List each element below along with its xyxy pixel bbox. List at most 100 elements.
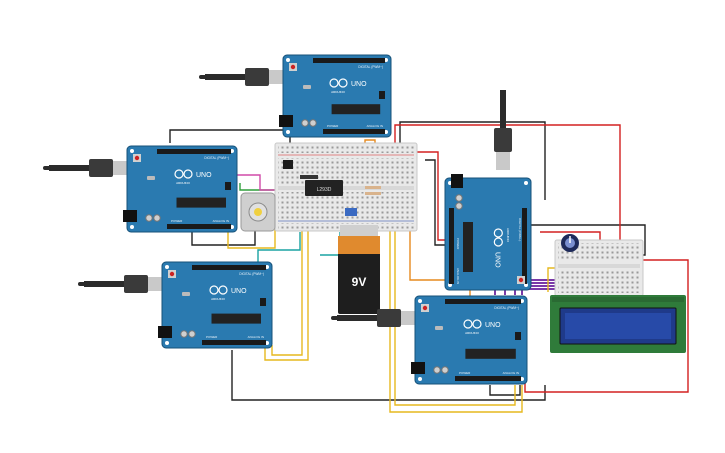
usb-cable-end xyxy=(199,75,207,79)
power-jack xyxy=(158,326,172,338)
crystal xyxy=(435,326,443,330)
crystal xyxy=(303,85,311,89)
uno-label: UNO xyxy=(485,322,501,329)
battery-9v[interactable]: 9V xyxy=(338,225,380,314)
wire-red-1[interactable] xyxy=(394,124,621,245)
wire-yellow-3[interactable] xyxy=(271,225,303,356)
wire-black-2[interactable] xyxy=(399,121,546,200)
reset-button-cap[interactable] xyxy=(134,155,140,161)
logo-left-ring xyxy=(174,169,184,179)
motor-driver-chip[interactable]: L293D xyxy=(305,180,343,196)
usb-cable xyxy=(337,315,377,321)
mount-hole xyxy=(524,181,528,185)
resistors[interactable] xyxy=(365,186,381,195)
power-analog-header[interactable] xyxy=(167,224,231,229)
logo-right-ring xyxy=(183,169,193,179)
power-label: POWER xyxy=(456,238,460,250)
wire-teal-2[interactable] xyxy=(320,232,341,256)
board-capacitor xyxy=(433,366,441,374)
usb-cable xyxy=(500,90,506,130)
brand-label: ARDUINO xyxy=(465,331,480,335)
board-capacitor xyxy=(455,194,463,202)
power-analog-header[interactable] xyxy=(323,129,385,134)
reset-button-cap[interactable] xyxy=(290,64,296,70)
usb-cable xyxy=(49,165,89,171)
power-jack xyxy=(451,174,463,188)
mount-hole xyxy=(286,130,290,134)
digital-label: DIGITAL (PWM~) xyxy=(358,65,383,69)
battery-label: 9V xyxy=(352,275,367,289)
mount-hole xyxy=(165,265,169,269)
digital-header[interactable] xyxy=(157,149,231,154)
wire-orange-1[interactable] xyxy=(409,230,445,281)
uno-label: UNO xyxy=(493,252,500,268)
icsp-header xyxy=(260,298,266,306)
mcu-chip xyxy=(465,348,516,359)
small-breadboard xyxy=(554,239,644,297)
icsp-header xyxy=(379,91,385,99)
brand-label: ARDUINO xyxy=(506,228,510,243)
power-jack xyxy=(411,362,425,374)
reset-button-cap[interactable] xyxy=(422,305,428,311)
usb-plug xyxy=(377,309,401,327)
digital-header[interactable] xyxy=(313,58,385,63)
uno-label: UNO xyxy=(231,288,247,295)
board-body xyxy=(414,295,528,385)
power-analog-header[interactable] xyxy=(455,376,521,381)
icsp-header xyxy=(225,182,231,190)
logo-right-ring xyxy=(218,285,228,295)
reset-button-cap[interactable] xyxy=(169,271,175,277)
usb-plug xyxy=(494,128,512,152)
mount-hole xyxy=(165,341,169,345)
power-analog-header[interactable] xyxy=(449,208,454,284)
potentiometer[interactable] xyxy=(561,234,579,252)
wire-black-6[interactable] xyxy=(425,159,445,246)
lcd-display[interactable] xyxy=(550,295,686,353)
mcu-chip xyxy=(211,313,261,324)
digital-header[interactable] xyxy=(522,208,527,284)
power-label: POWER xyxy=(171,219,183,223)
usb-port xyxy=(496,152,510,170)
digital-header[interactable] xyxy=(192,265,266,270)
digital-header[interactable] xyxy=(445,299,521,304)
digital-label: DIGITAL (PWM~) xyxy=(518,218,522,241)
board-capacitor xyxy=(153,214,161,222)
wire-pink-1[interactable] xyxy=(232,174,275,191)
board-capacitor xyxy=(180,330,188,338)
capacitor[interactable] xyxy=(345,208,357,216)
wire-teal-1[interactable] xyxy=(257,232,301,265)
dc-motor[interactable] xyxy=(240,192,276,232)
wire-black-7[interactable] xyxy=(489,385,521,396)
board-body xyxy=(126,145,238,233)
board-body xyxy=(161,261,273,349)
reset-button-cap[interactable] xyxy=(518,277,524,283)
board-capacitor xyxy=(309,119,317,127)
logo-left-ring xyxy=(209,285,219,295)
wire-yellow-2[interactable] xyxy=(264,225,309,361)
diode[interactable] xyxy=(300,175,318,179)
board-capacitor xyxy=(441,366,449,374)
logo-right-ring xyxy=(493,237,503,247)
mcu-chip xyxy=(463,222,473,272)
wire-black-3[interactable] xyxy=(191,230,256,246)
analog-label: ANALOG IN xyxy=(503,371,519,375)
wire-red-4[interactable] xyxy=(524,259,689,393)
usb-plug xyxy=(245,68,269,86)
usb-cable-end xyxy=(43,166,51,170)
power-analog-header[interactable] xyxy=(202,340,266,345)
digital-label: DIGITAL (PWM~) xyxy=(204,156,229,160)
analog-label: ANALOG IN xyxy=(367,124,383,128)
board-capacitor xyxy=(188,330,196,338)
mount-hole xyxy=(130,149,134,153)
wire-black-1[interactable] xyxy=(169,129,291,150)
transistor[interactable] xyxy=(283,160,293,169)
mount-hole xyxy=(418,377,422,381)
uno-label: UNO xyxy=(351,81,367,88)
board-capacitor xyxy=(145,214,153,222)
board-body xyxy=(282,54,392,138)
